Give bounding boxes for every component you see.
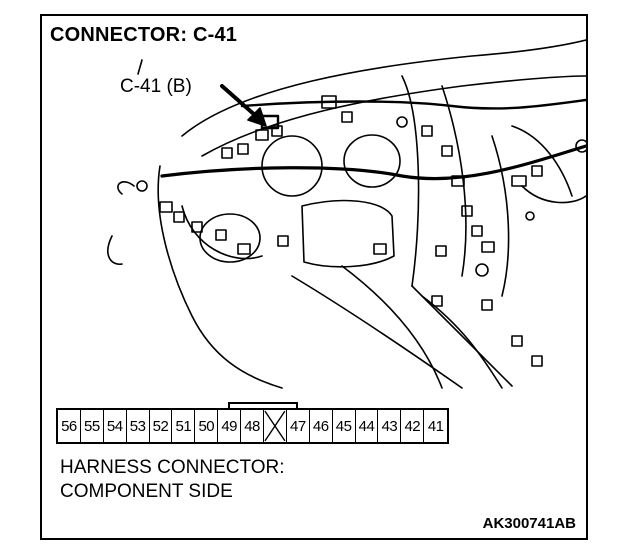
pin-cell: 43 xyxy=(378,410,402,442)
pin-cell: 41 xyxy=(427,417,444,435)
pin-cell-unused xyxy=(264,410,287,442)
unused-pin-cross-icon xyxy=(264,410,286,442)
pin-cell: 44 xyxy=(356,410,379,442)
connector-callout-label: C-41 (B) xyxy=(120,76,192,97)
caption-line-2: COMPONENT SIDE xyxy=(60,481,233,502)
pin-cell: 56 xyxy=(58,410,81,442)
pin-cell: 55 xyxy=(81,410,104,442)
pin-cell: 46 xyxy=(310,410,333,442)
pin-cell: 50 xyxy=(195,410,219,442)
connector-title: CONNECTOR: C-41 xyxy=(50,24,238,46)
dashboard-harness-illustration xyxy=(107,39,586,389)
pin-cell: 54 xyxy=(104,410,127,442)
pin-cell: 53 xyxy=(127,410,150,442)
connector-pin-row: 56 55 54 53 52 51 50 49 48 47 46 45 44 4… xyxy=(56,408,450,444)
diagram-frame: CONNECTOR: C-41 C-41 (B) xyxy=(40,14,588,540)
pin-cell: 52 xyxy=(150,410,173,442)
pin-cell: 51 xyxy=(172,410,196,442)
caption-line-1: HARNESS CONNECTOR: xyxy=(60,457,285,478)
pin-cell: 49 xyxy=(218,410,242,442)
pin-cell: 45 xyxy=(333,410,356,442)
pin-cell: 47 xyxy=(287,410,310,442)
pin-cell: 48 xyxy=(241,410,265,442)
connector-key-outline xyxy=(228,402,298,410)
connector-caption: HARNESS CONNECTOR: COMPONENT SIDE xyxy=(60,456,285,504)
figure-code: AK300741AB xyxy=(482,515,576,532)
pin-cell: 42 xyxy=(401,410,425,442)
